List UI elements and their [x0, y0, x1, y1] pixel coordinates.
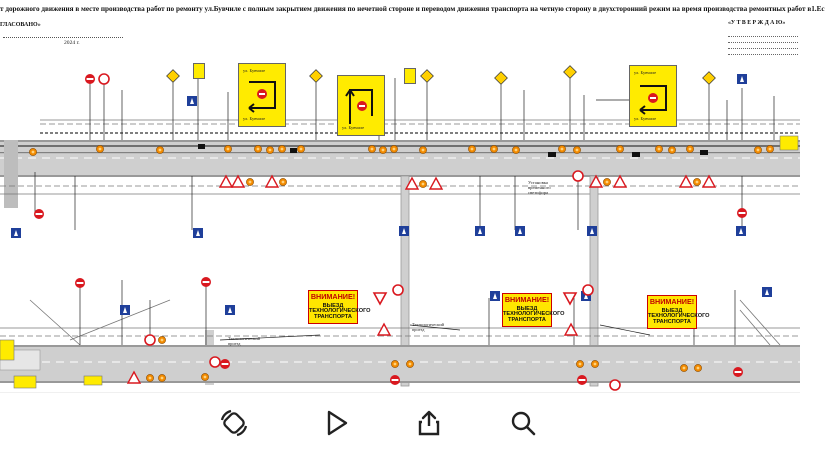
- detour-sign-1-bottom: ул. Бувчиле: [243, 116, 266, 121]
- detour-sign-2[interactable]: ул. Бувчиле: [337, 75, 385, 136]
- detour-sign-3-bottom: ул. Бувчиле: [634, 116, 657, 121]
- play-button[interactable]: [316, 403, 356, 443]
- search-button[interactable]: [503, 403, 543, 443]
- approved-text-lines: [728, 31, 798, 55]
- detour-sign-2-top: ул. Бувчиле: [342, 125, 365, 130]
- search-icon: [511, 411, 536, 436]
- detour-sign-3-top: ул. Бувчиле: [634, 70, 657, 75]
- scheme-drawing: [0, 65, 800, 391]
- technological-crossing-label: Технологический проезд: [228, 336, 260, 346]
- rotate-button[interactable]: [214, 403, 254, 443]
- warning-text: ВЫЕЗД ТЕХНОЛОГИЧЕСКОГО ТРАНСПОРТА: [503, 305, 565, 324]
- warning-sign-3[interactable]: ВНИМАНИЕ! ВЫЕЗД ТЕХНОЛОГИЧЕСКОГО ТРАНСПО…: [647, 295, 710, 329]
- traffic-scheme-document[interactable]: т дорожного движения в месте производств…: [0, 0, 825, 392]
- warning-title: ВНИМАНИЕ!: [504, 295, 550, 304]
- document-title: т дорожного движения в месте производств…: [0, 5, 825, 13]
- agreed-date: 2024 г.: [64, 40, 80, 46]
- yellow-table-sign: [193, 63, 205, 79]
- yellow-table-sign: [404, 68, 416, 84]
- viewer-toolbar: [0, 392, 800, 452]
- detour-sign-1[interactable]: ул. Бувчиле ул. Бувчиле: [238, 63, 286, 127]
- warning-title: ВНИМАНИЕ!: [649, 297, 695, 306]
- agreed-label: ГЛАСОВАНО»: [0, 22, 41, 28]
- warning-sign-1[interactable]: ВНИМАНИЕ! ВЫЕЗД ТЕХНОЛОГИЧЕСКОГО ТРАНСПО…: [308, 290, 371, 324]
- technological-crossing-label: Технологический проезд: [412, 322, 444, 332]
- warning-title: ВНИМАНИЕ!: [310, 292, 356, 301]
- play-icon: [327, 410, 348, 436]
- warning-text: ВЫЕЗД ТЕХНОЛОГИЧЕСКОГО ТРАНСПОРТА: [309, 302, 371, 321]
- approved-label: «У Т В Е Р Ж Д А Ю»: [728, 20, 786, 26]
- detour-sign-3[interactable]: ул. Бувчиле ул. Бувчиле: [629, 65, 677, 127]
- warning-sign-2[interactable]: ВНИМАНИЕ! ВЫЕЗД ТЕХНОЛОГИЧЕСКОГО ТРАНСПО…: [502, 293, 565, 327]
- warning-text: ВЫЕЗД ТЕХНОЛОГИЧЕСКОГО ТРАНСПОРТА: [648, 307, 710, 326]
- agreed-signature-line: [3, 37, 123, 38]
- share-icon: [418, 410, 440, 436]
- detour-sign-1-top: ул. Бувчиле: [243, 68, 266, 73]
- rotate-icon: [220, 409, 248, 437]
- share-button[interactable]: [409, 403, 449, 443]
- temporary-signal-label: Установка временного светофора: [528, 180, 551, 195]
